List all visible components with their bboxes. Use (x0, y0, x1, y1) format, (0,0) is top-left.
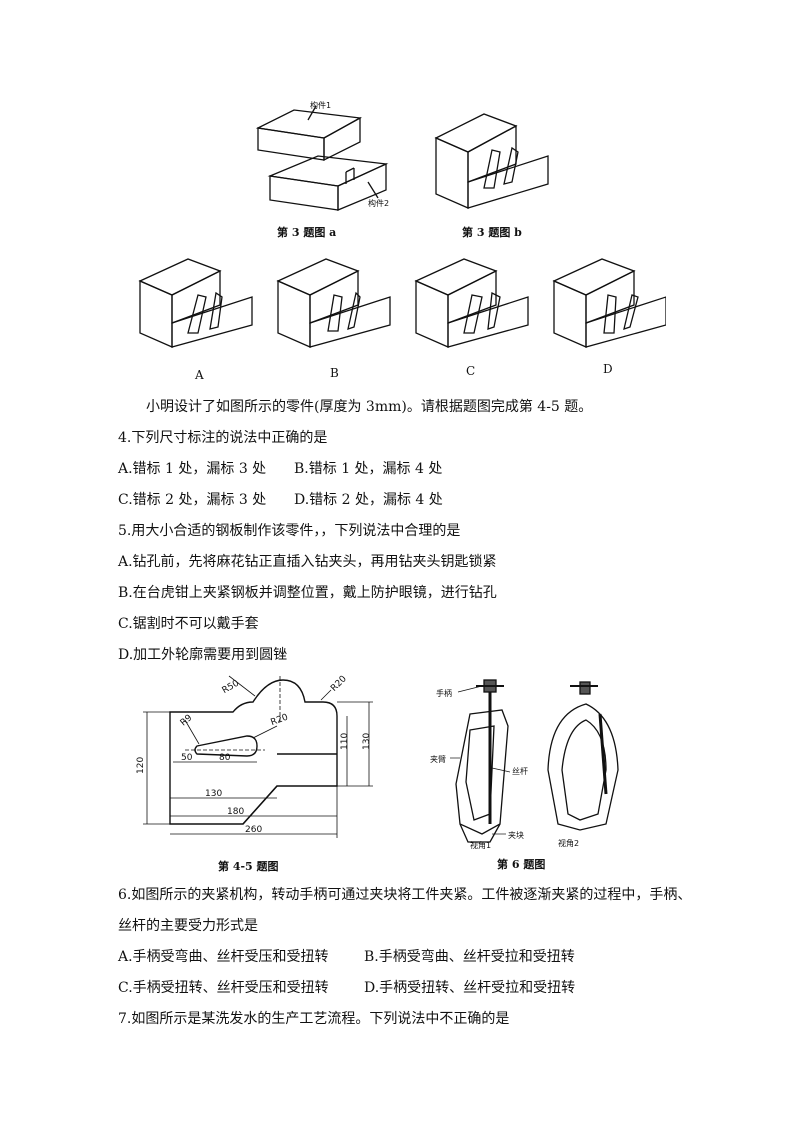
caption-fig3a: 第 3 题图 a (277, 226, 337, 239)
caption-fig6: 第 6 题图 (497, 858, 546, 871)
q6-option-c: C.手柄受扭转、丝杆受压和受扭转 (118, 980, 329, 996)
caption-fig4-5: 第 4-5 题图 (218, 860, 279, 873)
q4-option-c: C.错标 2 处，漏标 3 处 (118, 492, 267, 508)
figure-4-5-drawing: R50 R20 R9 R20 120 110 130 50 80 130 180… (136, 674, 373, 838)
dim-r9: R9 (179, 713, 195, 729)
q6-option-a: A.手柄受弯曲、丝杆受压和受扭转 (118, 949, 329, 965)
label-block: 夹块 (508, 831, 524, 840)
dim-50: 50 (181, 753, 193, 763)
figure-3b (432, 108, 552, 216)
dim-r20-inner: R20 (270, 713, 290, 729)
figure-3b-drawing (434, 113, 549, 209)
dim-130: 130 (205, 789, 222, 799)
caption-fig3b: 第 3 题图 b (462, 226, 522, 239)
q4-option-d: D.错标 2 处，漏标 4 处 (294, 492, 443, 508)
label-component-1: 构件1 (310, 101, 332, 110)
label-screw: 丝杆 (512, 767, 528, 776)
q4-option-a: A.错标 1 处，漏标 3 处 (118, 461, 267, 477)
option-drawings-svg (138, 258, 667, 348)
q6-option-d: D.手柄受扭转、丝杆受拉和受扭转 (364, 980, 576, 996)
figure-6-drawing (450, 679, 619, 843)
q7-stem: 7.如图所示是某洗发水的生产工艺流程。下列说法中不正确的是 (118, 1011, 510, 1027)
q5-option-d: D.加工外轮廓需要用到圆锉 (118, 647, 288, 663)
dim-r20-outer: R20 (329, 674, 349, 694)
label-handle: 手柄 (436, 689, 452, 698)
dim-110: 110 (340, 733, 350, 750)
intro-text: 小明设计了如图所示的零件(厚度为 3mm)。请根据题图完成第 4-5 题。 (146, 399, 593, 415)
option-label-d: D (603, 362, 613, 376)
q4-option-b: B.错标 1 处，漏标 4 处 (294, 461, 443, 477)
figure-3a-drawing (255, 105, 389, 211)
figure-4-5: R50 R20 R9 R20 120 110 130 50 80 130 180… (125, 674, 385, 850)
label-view-2: 视角2 (558, 839, 580, 848)
q5-option-c: C.锯割时不可以戴手套 (118, 616, 259, 632)
figure-3a: 构件1 构件2 (250, 98, 400, 218)
option-drawings (136, 255, 667, 350)
label-arm: 夹臂 (430, 755, 446, 764)
dim-80: 80 (219, 753, 231, 763)
q4-stem: 4.下列尺寸标注的说法中正确的是 (118, 430, 328, 446)
option-label-a: A (195, 368, 204, 382)
q6-stem-line2: 丝杆的主要受力形式是 (118, 918, 258, 934)
q6-stem-line1: 6.如图所示的夹紧机构，转动手柄可通过夹块将工件夹紧。工件被逐渐夹紧的过程中，手… (118, 887, 692, 903)
option-label-b: B (330, 366, 339, 380)
q5-option-b: B.在台虎钳上夹紧钢板并调整位置，戴上防护眼镜，进行钻孔 (118, 585, 497, 601)
dim-r50: R50 (221, 678, 242, 696)
dim-180: 180 (227, 807, 244, 817)
label-component-2: 构件2 (368, 199, 390, 208)
figure-6: 手柄 夹臂 丝杆 夹块 视角1 视角2 (430, 674, 640, 850)
q6-option-b: B.手柄受弯曲、丝杆受拉和受扭转 (364, 949, 575, 965)
q5-option-a: A.钻孔前，先将麻花钻正直插入钻夹头，再用钻夹头钥匙锁紧 (118, 554, 497, 570)
option-label-c: C (466, 364, 476, 378)
dim-120: 120 (136, 757, 146, 774)
q5-stem: 5.用大小合适的钢板制作该零件，，下列说法中合理的是 (118, 523, 461, 539)
dim-130-right: 130 (362, 733, 372, 750)
dim-260: 260 (245, 825, 262, 835)
label-view-1: 视角1 (470, 841, 492, 850)
